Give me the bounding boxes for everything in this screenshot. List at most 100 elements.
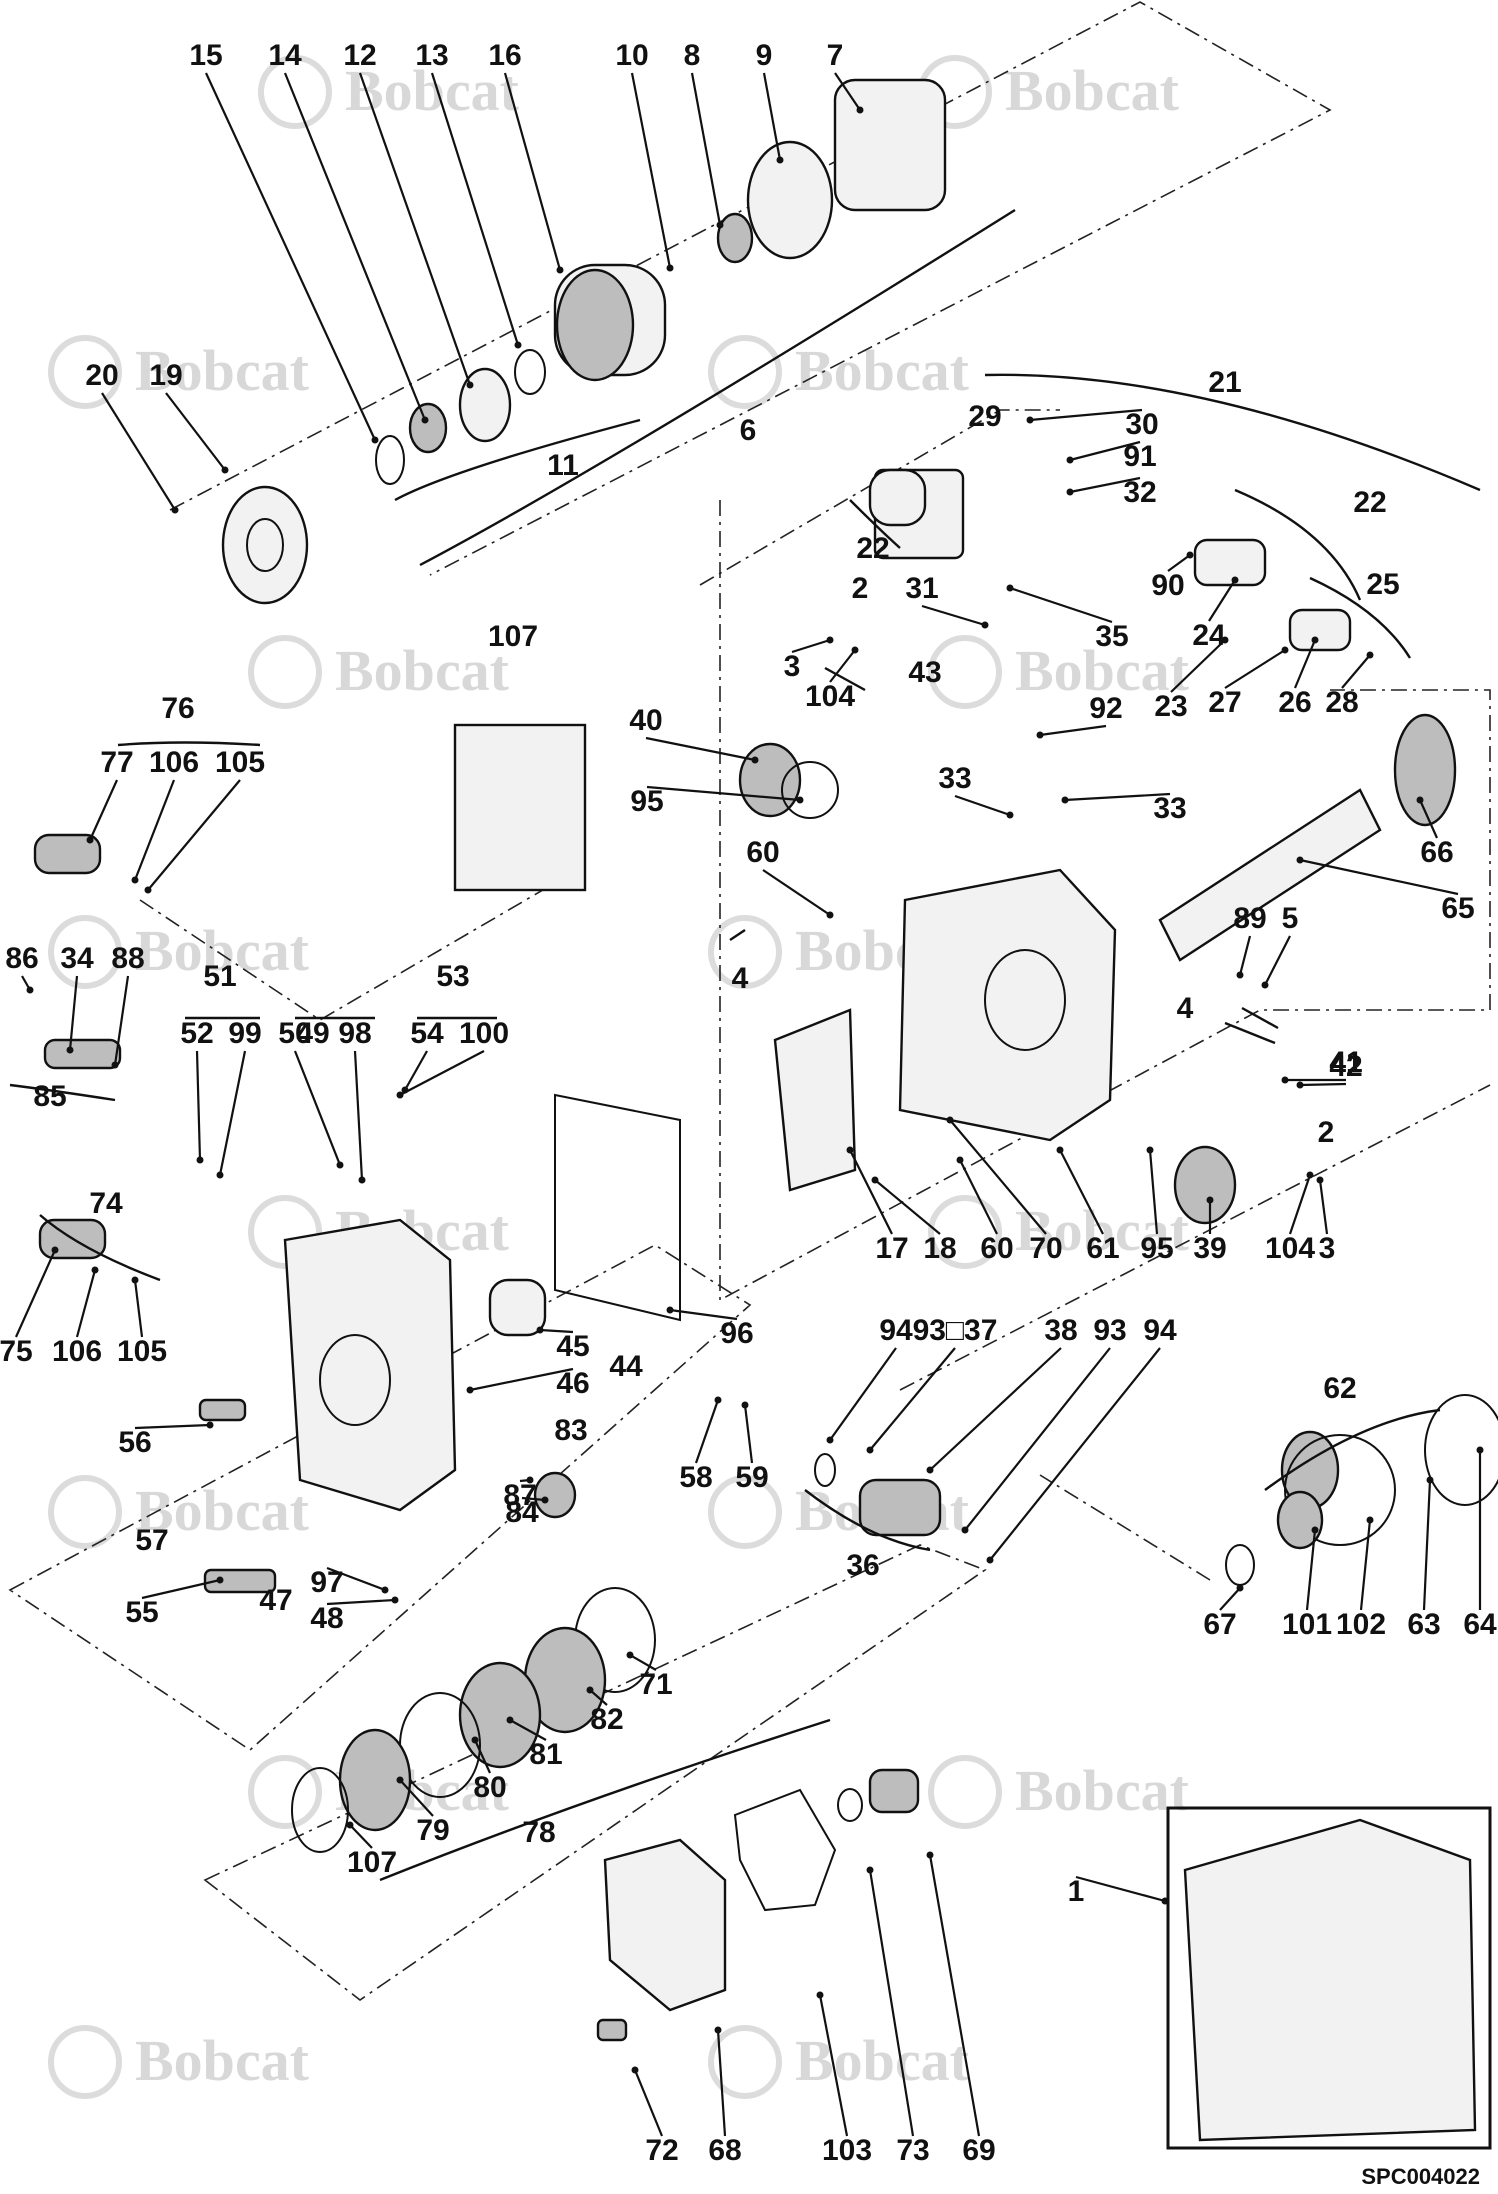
- callout-label: 1: [1068, 1875, 1085, 1908]
- leader-dot: [946, 1116, 954, 1124]
- o-ring-64: [1424, 1394, 1498, 1506]
- reference-code: SPC004022: [1361, 2164, 1480, 2189]
- callout-label: 91: [1123, 440, 1156, 473]
- leader-dot: [631, 2066, 639, 2074]
- brace-layer: [9, 208, 1481, 1882]
- callout-label: 5: [1282, 902, 1299, 935]
- housing-bore: [984, 949, 1066, 1051]
- leader-line: [1299, 1082, 1347, 1087]
- leader-dot: [514, 341, 522, 349]
- leader-line: [1238, 935, 1252, 976]
- leader-dot: [1281, 646, 1289, 654]
- guide-line: [169, 1, 1332, 576]
- group-brace: [804, 1489, 931, 1552]
- watermark-text: Bobcat: [335, 638, 510, 703]
- leader-dot: [1221, 636, 1229, 644]
- callout-label: 33: [938, 762, 971, 795]
- leader-line: [133, 779, 176, 881]
- leader-line: [743, 1404, 754, 1464]
- callout-label: 72: [645, 2134, 678, 2167]
- leader-line: [134, 1423, 211, 1430]
- leader-dot: [1061, 796, 1069, 804]
- callout-label: 44: [609, 1350, 643, 1383]
- leader-dot: [714, 1396, 722, 1404]
- leader-dot: [91, 1266, 99, 1274]
- callout-label: 17: [875, 1232, 908, 1265]
- callout-label: 88: [111, 942, 144, 975]
- callout-label: 103: [822, 2134, 872, 2167]
- callout-label: 73: [896, 2134, 929, 2167]
- watermark-text: Bobcat: [135, 2028, 310, 2093]
- leader-line: [283, 72, 427, 421]
- leader-line: [1359, 1519, 1372, 1611]
- group-brace: [39, 1214, 161, 1282]
- leader-line: [762, 72, 782, 161]
- leader-line: [834, 72, 861, 111]
- leader-line: [509, 1719, 547, 1741]
- leader-line: [829, 649, 856, 683]
- leader-line: [1167, 554, 1191, 572]
- callout-label: 83: [554, 1414, 587, 1447]
- leader-dot: [1476, 1446, 1484, 1454]
- watermark: Bobcat: [48, 2025, 310, 2099]
- spacer: [514, 349, 546, 395]
- callout-label: 12: [343, 39, 376, 72]
- callout-label: 47: [259, 1584, 292, 1617]
- valve-spool: [1193, 538, 1267, 587]
- piston-set: [833, 78, 947, 212]
- cylinder-face: [555, 268, 635, 382]
- callout-label: 107: [347, 1846, 397, 1879]
- leader-dot: [981, 621, 989, 629]
- bobcat-logo-icon: [48, 2025, 122, 2099]
- leader-dot: [866, 1446, 874, 1454]
- callout-label: 19: [149, 359, 182, 392]
- snap-ring-67: [1225, 1544, 1255, 1586]
- callout-label: 59: [735, 1461, 768, 1494]
- watermark-text: Bobcat: [795, 338, 970, 403]
- callout-label: 93: [1093, 1314, 1126, 1347]
- watermark: Bobcat: [918, 55, 1180, 129]
- watermark-text: Bobcat: [795, 2028, 970, 2093]
- bobcat-logo-icon: [48, 335, 122, 409]
- leader-line: [964, 1347, 1111, 1531]
- leader-line: [88, 779, 119, 841]
- callout-label: 60: [980, 1232, 1013, 1265]
- callout-label: 90: [1151, 569, 1184, 602]
- leader-dot: [926, 1851, 934, 1859]
- group-brace: [824, 666, 866, 692]
- leader-dot: [846, 1146, 854, 1154]
- leader-line: [205, 72, 376, 441]
- leader-dot: [336, 1161, 344, 1169]
- leader-line: [694, 1399, 720, 1464]
- callout-label: 28: [1325, 686, 1358, 719]
- leader-dot: [358, 1176, 366, 1184]
- callout-label: 66: [1420, 836, 1453, 869]
- leader-dot: [926, 1466, 934, 1474]
- callout-label: 27: [1208, 686, 1241, 719]
- callout-label: 4: [732, 962, 749, 995]
- callout-label: 11: [547, 449, 579, 482]
- leader-line: [1029, 408, 1143, 422]
- callout-label: 3: [784, 650, 801, 683]
- callout-label: 22: [1353, 486, 1386, 519]
- callout-label: 51: [203, 960, 236, 993]
- leader-line: [1293, 639, 1317, 689]
- leader-dot: [741, 1401, 749, 1409]
- charge-pump-spool: [858, 1478, 942, 1537]
- callout-label: 55: [125, 1596, 158, 1629]
- leader-dot: [86, 836, 94, 844]
- callout-label: 2: [1318, 1116, 1335, 1149]
- o-ring: [781, 761, 839, 819]
- callout-label: 33: [1153, 792, 1186, 825]
- leader-line: [791, 638, 831, 654]
- watermark: Bobcat: [708, 2025, 970, 2099]
- callout-label: 61: [1086, 1232, 1119, 1265]
- group-brace: [729, 929, 746, 941]
- leader-dot: [961, 1526, 969, 1534]
- leader-dot: [346, 1821, 354, 1829]
- callout-label: 39: [1193, 1232, 1226, 1265]
- leader-line: [101, 392, 176, 511]
- callout-label: 50: [278, 1017, 311, 1050]
- callout-label: 40: [629, 704, 662, 737]
- retainer-plate: [746, 140, 834, 260]
